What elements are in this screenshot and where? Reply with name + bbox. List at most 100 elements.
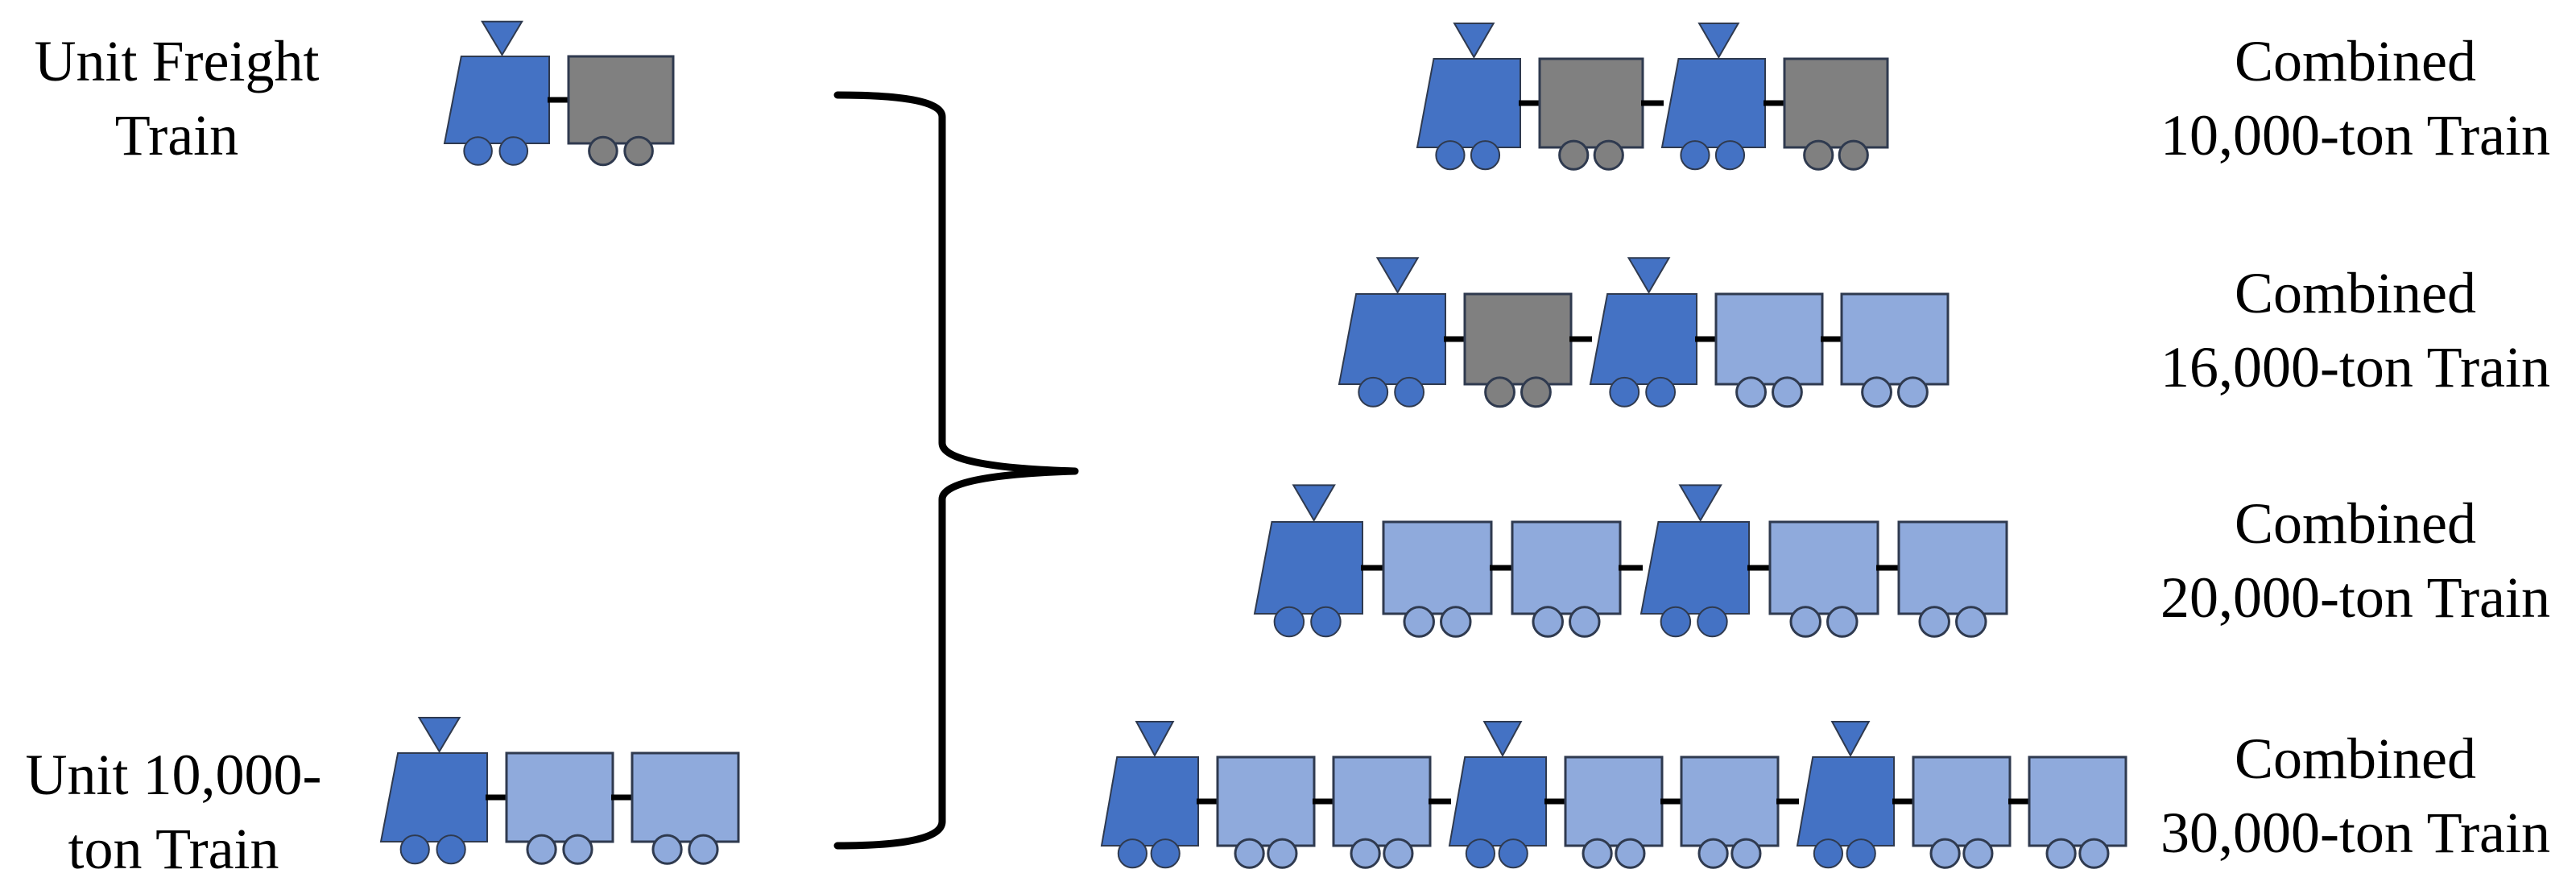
wheel	[1435, 140, 1466, 171]
wheel	[1609, 376, 1640, 408]
wheel	[1897, 376, 1929, 408]
wheel	[1593, 139, 1624, 171]
locomotive-body	[1448, 756, 1547, 847]
wheel	[1273, 606, 1305, 638]
locomotive-body	[1589, 293, 1697, 385]
bulk-car	[1840, 292, 1950, 408]
freight-car	[567, 55, 675, 167]
car-body	[631, 751, 740, 843]
wheel	[1350, 838, 1381, 869]
locomotive-stack	[481, 20, 523, 56]
car-body	[1382, 520, 1493, 615]
wheel	[1838, 139, 1869, 171]
car-body	[1564, 755, 1664, 847]
wheel	[1569, 606, 1601, 638]
freight-car	[1538, 57, 1644, 171]
car-body	[1714, 292, 1824, 386]
locomotive	[379, 717, 488, 865]
wheel	[1383, 838, 1414, 869]
locomotive-stack	[1453, 23, 1495, 59]
wheel	[1714, 140, 1746, 171]
car-body	[1897, 520, 2008, 615]
car-body	[1840, 292, 1950, 386]
locomotive-stack	[1697, 23, 1740, 59]
wheel	[1645, 376, 1677, 408]
wheel	[498, 136, 529, 166]
wheel	[1440, 606, 1472, 638]
bulk-car	[1680, 755, 1780, 869]
locomotive	[1589, 257, 1697, 408]
bulk-car	[1511, 520, 1622, 638]
bulk-car	[1332, 755, 1432, 869]
wheel	[1730, 838, 1762, 869]
wheel	[1465, 838, 1496, 869]
car-body	[505, 751, 614, 843]
bulk-car	[1714, 292, 1824, 408]
wheel	[1680, 140, 1710, 171]
label-combined-30000-ton-train: Combined 30,000-ton Train	[2160, 726, 2551, 865]
train-combined-1	[1338, 257, 1950, 408]
car-body	[1463, 292, 1573, 386]
wheel	[436, 834, 466, 865]
wheel	[651, 834, 683, 865]
label-unit-freight-train: Unit Freight Train	[34, 29, 320, 168]
bulk-car	[631, 751, 740, 865]
wheel	[1955, 606, 1987, 638]
wheel	[1520, 376, 1552, 408]
locomotive-stack	[1292, 484, 1336, 522]
bulk-car	[1768, 520, 1879, 638]
locomotive	[1338, 257, 1446, 408]
wheel	[1918, 606, 1950, 638]
wheel	[1498, 838, 1528, 869]
locomotive-body	[1796, 756, 1895, 847]
label-combined-10000-ton-train: Combined 10,000-ton Train	[2160, 29, 2551, 168]
label-combined-20000-ton-train: Combined 20,000-ton Train	[2160, 491, 2551, 630]
wheel	[1735, 376, 1767, 408]
wheel	[1358, 376, 1389, 408]
wheel	[688, 834, 719, 865]
wheel	[2078, 838, 2110, 869]
locomotive	[443, 20, 550, 166]
wheel	[1582, 838, 1613, 869]
locomotive-body	[1639, 521, 1750, 615]
car-body	[1538, 57, 1644, 149]
locomotive-body	[1100, 756, 1199, 847]
wheel	[1310, 606, 1342, 638]
train-combined-0	[1416, 23, 1889, 171]
wheel	[399, 834, 430, 865]
wheel	[1697, 606, 1728, 638]
wheel	[1826, 606, 1859, 638]
wheel	[463, 136, 493, 166]
wheel	[1558, 139, 1590, 171]
wheel	[1394, 376, 1425, 408]
locomotive-stack	[1678, 484, 1722, 522]
train-unit-freight	[443, 20, 675, 167]
locomotive	[1660, 23, 1766, 171]
car-body	[1768, 520, 1879, 615]
wheel	[588, 135, 618, 167]
train-combined-3	[1100, 721, 2127, 869]
locomotive	[1253, 484, 1363, 638]
merge-brace	[833, 91, 1079, 850]
wheel	[1962, 838, 1994, 869]
wheel	[1697, 838, 1729, 869]
locomotive-stack	[1135, 721, 1175, 758]
locomotive	[1448, 721, 1547, 869]
wheel	[1267, 838, 1298, 869]
bulk-car	[1216, 755, 1316, 869]
locomotive-stack	[417, 717, 461, 753]
freight-car	[1783, 57, 1889, 171]
wheel	[1484, 376, 1515, 408]
wheel	[1803, 139, 1834, 171]
locomotive	[1639, 484, 1750, 638]
wheel	[1846, 838, 1876, 869]
locomotive-body	[1338, 293, 1446, 385]
wheel	[1813, 838, 1843, 869]
wheel	[562, 834, 593, 865]
wheel	[1470, 140, 1501, 171]
car-body	[1912, 755, 2012, 847]
car-body	[567, 55, 675, 145]
locomotive-body	[443, 56, 550, 144]
locomotive	[1100, 721, 1199, 869]
wheel	[1772, 376, 1803, 408]
